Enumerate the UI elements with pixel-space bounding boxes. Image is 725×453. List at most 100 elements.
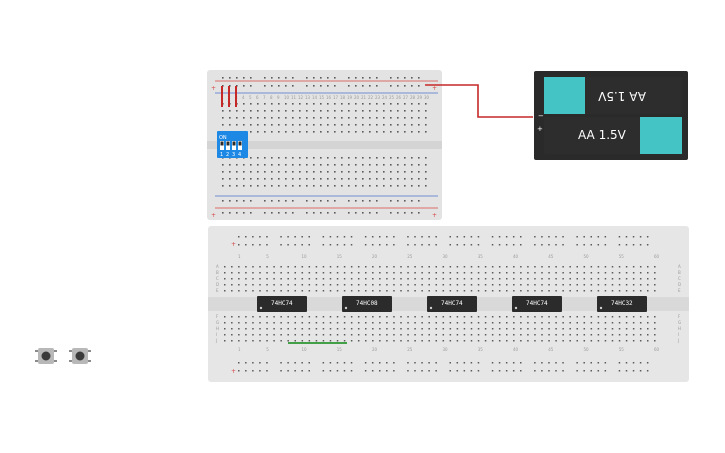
large-column-number: 40 — [513, 254, 519, 259]
large-column-number: 60 — [654, 347, 660, 352]
large-row-letter: C — [216, 276, 219, 281]
small-column-number: 26 — [396, 95, 402, 100]
small-column-number: 5 — [249, 95, 252, 100]
large-row-letter: J — [677, 338, 679, 343]
large-row-letter: A — [216, 264, 219, 269]
small-column-number: 19 — [347, 95, 353, 100]
large-row-letter: E — [678, 288, 681, 293]
battery-pack[interactable]: AA 1.5V AA 1.5V − + — [534, 71, 688, 160]
large-column-number: 10 — [301, 347, 307, 352]
dip-switch-number-1: 1 — [220, 152, 223, 158]
battery-cell-top[interactable]: AA 1.5V — [544, 77, 682, 114]
large-column-number: 55 — [619, 254, 625, 259]
dip-switch-number-2: 2 — [226, 152, 229, 158]
ic-chip-label: 74HC74 — [441, 300, 463, 307]
small-plus-sign-bottom: + — [211, 212, 216, 219]
large-column-number: 35 — [478, 254, 484, 259]
large-row-letter: G — [216, 320, 219, 325]
small-column-number: 16 — [326, 95, 332, 100]
large-row-letter: I — [678, 332, 679, 337]
large-row-letter: B — [678, 270, 681, 275]
small-column-number: 6 — [256, 95, 259, 100]
large-column-number: 45 — [548, 347, 554, 352]
large-row-letter: E — [216, 288, 219, 293]
battery-minus: − — [538, 112, 544, 120]
ic-chip-label: 74HC74 — [526, 300, 548, 307]
large-row-letter: H — [678, 326, 681, 331]
dip-switch-on-label: ON — [219, 135, 227, 141]
battery-plus: + — [537, 125, 543, 133]
large-column-number: 25 — [407, 254, 413, 259]
dip-switch-number-3: 3 — [232, 152, 235, 158]
ic-chip-2[interactable]: 74HC08 — [342, 296, 392, 312]
large-column-number: 5 — [266, 347, 269, 352]
large-column-number: 55 — [619, 347, 625, 352]
small-column-number: 25 — [389, 95, 395, 100]
small-column-number: 28 — [410, 95, 416, 100]
ic-chip-4[interactable]: 74HC74 — [512, 296, 562, 312]
ic-chip-5[interactable]: 74HC32 — [597, 296, 647, 312]
small-plus-sign: + — [211, 85, 216, 92]
small-breadboard[interactable]: 1234567891011121314151617181920212223242… — [207, 70, 442, 220]
small-column-number: 23 — [375, 95, 381, 100]
large-column-number: 1 — [238, 347, 241, 352]
large-column-number: 1 — [238, 254, 241, 259]
small-column-number: 12 — [298, 95, 304, 100]
large-column-number: 30 — [442, 347, 448, 352]
small-column-number: 8 — [270, 95, 273, 100]
push-button-1[interactable] — [35, 348, 57, 364]
large-column-number: 5 — [266, 254, 269, 259]
large-column-number: 45 — [548, 254, 554, 259]
red-wires-vertical[interactable] — [221, 86, 237, 107]
small-column-number: 14 — [312, 95, 318, 100]
large-row-letter: B — [216, 270, 219, 275]
large-column-number: 30 — [442, 254, 448, 259]
large-plus-sign: + — [231, 241, 236, 248]
small-column-number: 18 — [340, 95, 346, 100]
large-column-number: 60 — [654, 254, 660, 259]
large-column-number: 15 — [337, 347, 343, 352]
large-column-number: 20 — [372, 254, 378, 259]
small-column-number: 21 — [361, 95, 367, 100]
small-column-number: 7 — [263, 95, 266, 100]
large-row-letter: C — [678, 276, 681, 281]
small-column-number: 15 — [319, 95, 325, 100]
small-plus-sign-right-bottom: + — [432, 212, 437, 219]
battery-wires[interactable] — [425, 84, 533, 119]
dip-switch-number-4: 4 — [238, 152, 241, 158]
large-column-number: 15 — [337, 254, 343, 259]
ic-chip-3[interactable]: 74HC74 — [427, 296, 477, 312]
small-column-number: 29 — [417, 95, 423, 100]
large-row-letter: G — [678, 320, 681, 325]
large-row-letter: A — [678, 264, 681, 269]
large-column-number: 50 — [583, 254, 589, 259]
battery-cell-bottom[interactable]: AA 1.5V — [544, 117, 682, 154]
battery-bottom-label: AA 1.5V — [578, 128, 627, 142]
small-column-number: 27 — [403, 95, 409, 100]
small-column-number: 20 — [354, 95, 360, 100]
push-button-2[interactable] — [69, 348, 91, 364]
battery-top-label: AA 1.5V — [597, 89, 646, 103]
small-column-number: 30 — [424, 95, 430, 100]
ic-chips[interactable]: 74HC74 74HC08 74HC74 74HC74 74HC32 — [257, 296, 647, 312]
large-column-number: 35 — [478, 347, 484, 352]
large-row-letter: I — [216, 332, 217, 337]
large-column-number: 25 — [407, 347, 413, 352]
large-row-letter: D — [678, 282, 681, 287]
large-row-letter: D — [216, 282, 219, 287]
large-row-letter: H — [216, 326, 219, 331]
large-row-letter: J — [215, 338, 217, 343]
small-plus-sign-right: + — [432, 85, 437, 92]
ic-chip-label: 74HC08 — [356, 300, 378, 307]
small-column-number: 11 — [291, 95, 297, 100]
ic-chip-1[interactable]: 74HC74 — [257, 296, 307, 312]
small-column-number: 4 — [242, 95, 245, 100]
ic-chip-label: 74HC74 — [271, 300, 293, 307]
small-column-number: 10 — [284, 95, 290, 100]
small-column-number: 9 — [277, 95, 280, 100]
large-column-number: 10 — [301, 254, 307, 259]
dip-switch[interactable]: ON 1 2 3 4 — [217, 131, 248, 158]
large-column-number: 40 — [513, 347, 519, 352]
large-column-number: 20 — [372, 347, 378, 352]
